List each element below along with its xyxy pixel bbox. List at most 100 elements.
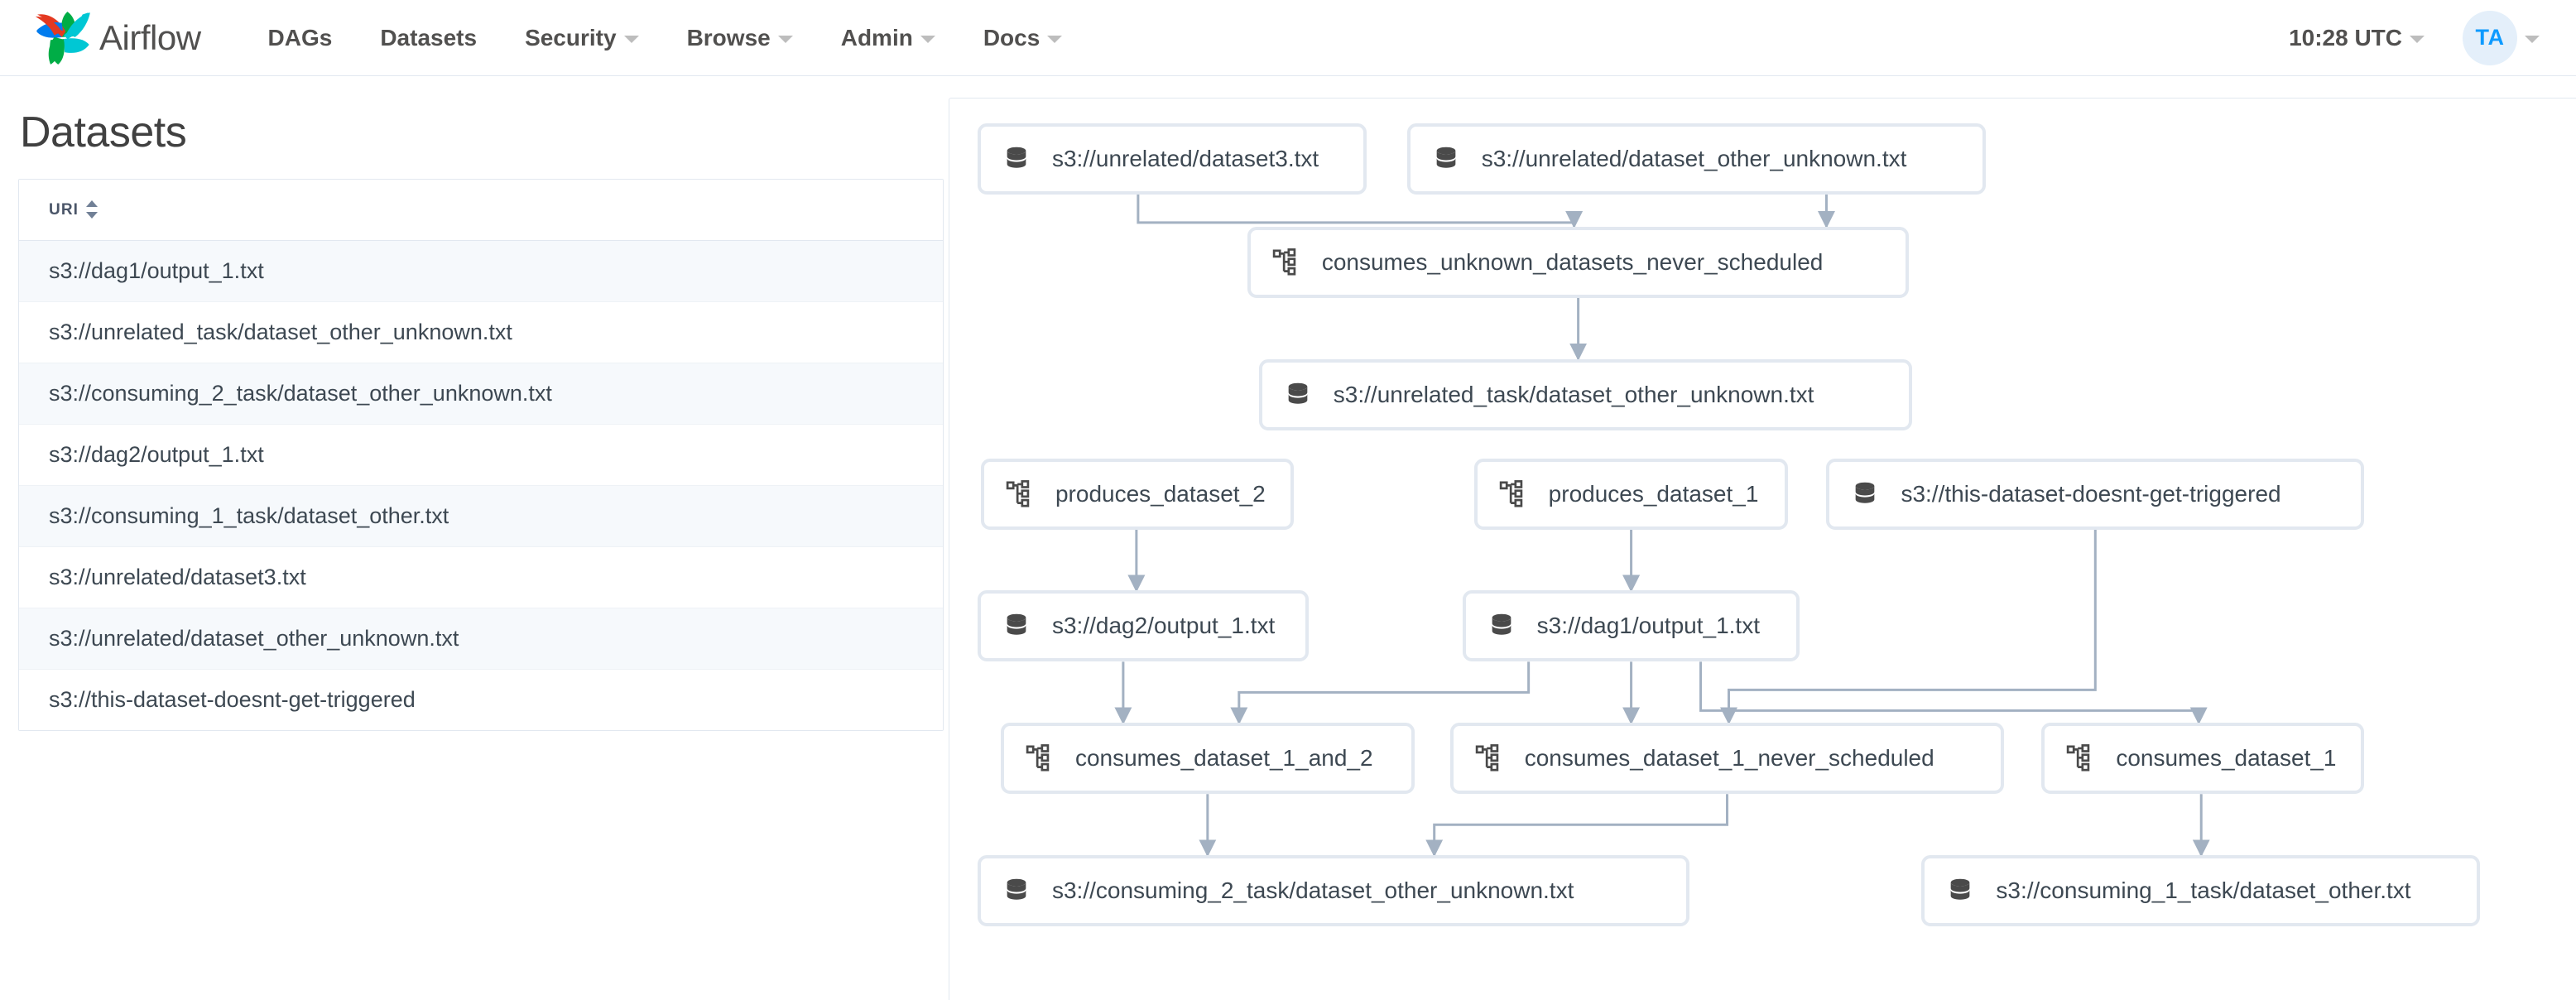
graph-node-label: consumes_dataset_1_never_scheduled [1524,745,1934,772]
graph-node-label: s3://dag1/output_1.txt [1536,613,1760,639]
graph-node-label: s3://this-dataset-doesnt-get-triggered [1901,480,2281,507]
nav-item-dags-label: DAGs [267,24,333,50]
graph-node-dag-consumes-1-and-2[interactable]: consumes_dataset_1_and_2 [1000,723,1415,795]
dataset-uri-cell: s3://this-dataset-doesnt-get-triggered [49,687,416,712]
timezone-selector[interactable]: 10:28 UTC [2289,25,2425,51]
graph-node-ds-consuming-1-task[interactable]: s3://consuming_1_task/dataset_other.txt [1921,855,2481,927]
dataset-uri-cell: s3://consuming_1_task/dataset_other.txt [19,485,943,547]
graph-node-dag-consumes-1[interactable]: consumes_dataset_1 [2041,723,2365,795]
database-icon [1946,877,1974,905]
brand-home-link[interactable]: Airflow [33,11,201,65]
graph-node-label: consumes_unknown_datasets_never_schedule… [1321,248,1824,275]
nav-item-datasets[interactable]: Datasets [356,25,501,51]
graph-edge [1230,661,1529,725]
dataset-graph-pane[interactable]: s3://unrelated/dataset3.txt s3://unrelate… [949,98,2576,1000]
graph-node-ds-unrelated-task-other[interactable]: s3://unrelated_task/dataset_other_unknow… [1258,358,1913,430]
table-row[interactable]: s3://consuming_2_task/dataset_other_unkn… [19,363,943,425]
table-row[interactable]: s3://consuming_1_task/dataset_other.txt [19,485,943,547]
graph-node-label: produces_dataset_1 [1548,480,1759,507]
sitemap-icon [2066,744,2094,772]
clock-label: 10:28 UTC [2289,24,2402,50]
database-icon [1002,612,1031,640]
database-icon [1002,877,1031,905]
table-row[interactable]: s3://unrelated_task/dataset_other_unknow… [19,301,943,363]
graph-edge [1138,195,1584,228]
graph-node-ds-consuming-2-task[interactable]: s3://consuming_2_task/dataset_other_unkn… [977,855,1689,927]
nav-item-admin-label: Admin [840,24,913,50]
graph-node-label: s3://unrelated/dataset3.txt [1051,145,1319,171]
graph-node-ds-dag2-output[interactable]: s3://dag2/output_1.txt [977,590,1309,662]
dataset-uri-cell: s3://dag1/output_1.txt [19,240,943,302]
nav-item-docs-label: Docs [983,24,1040,50]
sitemap-icon [1272,248,1300,276]
airflow-pinwheel-logo [33,11,94,65]
table-row[interactable]: s3://dag2/output_1.txt [19,424,943,486]
graph-node-label: consumes_dataset_1 [2116,745,2337,772]
nav-item-security-label: Security [525,24,617,50]
chevron-down-icon [2525,36,2540,43]
table-row[interactable]: s3://dag1/output_1.txt [19,240,943,302]
table-row[interactable]: s3://this-dataset-doesnt-get-triggered [19,669,943,730]
database-icon [1002,145,1031,173]
sitemap-icon [1026,744,1054,772]
column-header-uri[interactable]: URI [19,180,943,241]
dataset-uri-cell: s3://consuming_2_task/dataset_other_unkn… [19,363,943,425]
nav-links: DAGs Datasets Security Browse Admin Docs [244,25,1087,51]
table-header-row: URI [19,180,943,241]
graph-node-label: s3://dag2/output_1.txt [1051,613,1276,639]
graph-node-ds-unrelated-dataset3[interactable]: s3://unrelated/dataset3.txt [977,123,1367,195]
graph-node-label: consumes_dataset_1_and_2 [1074,745,1373,772]
graph-node-label: s3://consuming_1_task/dataset_other.txt [1996,877,2411,904]
datasets-table-head: URI [19,180,943,241]
avatar: TA [2463,10,2517,65]
navbar-right: 10:28 UTC TA [2289,10,2540,65]
sitemap-icon [1499,479,1527,508]
chevron-down-icon [920,36,935,43]
dataset-uri-cell: s3://unrelated/dataset3.txt [19,546,943,608]
chevron-down-icon [623,36,639,43]
nav-item-browse-label: Browse [686,24,771,50]
nav-item-security[interactable]: Security [501,25,663,51]
sitemap-icon [1006,479,1034,508]
brand-name: Airflow [99,17,201,57]
graph-node-dag-produces-1[interactable]: produces_dataset_1 [1473,458,1789,530]
page-title: Datasets [20,108,187,156]
graph-edge [1701,661,2208,725]
nav-item-datasets-label: Datasets [380,24,478,50]
database-icon [1432,145,1460,173]
column-header-uri-label: URI [49,201,79,219]
nav-item-admin[interactable]: Admin [817,25,959,51]
graph-edge [1425,794,1728,858]
nav-item-browse[interactable]: Browse [663,25,817,51]
sitemap-icon [1475,744,1503,772]
graph-node-label: s3://consuming_2_task/dataset_other_unkn… [1051,877,1574,904]
chevron-down-icon [2410,36,2425,43]
database-icon [1284,381,1312,409]
graph-node-label: s3://unrelated/dataset_other_unknown.txt [1481,145,1907,171]
user-menu[interactable]: TA [2463,10,2540,65]
graph-node-dag-consumes-unknown[interactable]: consumes_unknown_datasets_never_schedule… [1247,226,1910,298]
chevron-down-icon [777,36,793,43]
graph-node-ds-dag1-output[interactable]: s3://dag1/output_1.txt [1462,590,1800,662]
graph-node-ds-not-triggered[interactable]: s3://this-dataset-doesnt-get-triggered [1826,458,2365,530]
nav-item-dags[interactable]: DAGs [244,25,357,51]
sort-icon[interactable] [86,200,99,219]
dataset-uri-cell: s3://unrelated_task/dataset_other_unknow… [19,301,943,363]
table-row[interactable]: s3://unrelated/dataset_other_unknown.txt [19,608,943,670]
dataset-uri-cell: s3://dag2/output_1.txt [19,424,943,486]
graph-canvas[interactable]: s3://unrelated/dataset3.txt s3://unrelate… [949,99,2576,1000]
graph-node-label: s3://unrelated_task/dataset_other_unknow… [1333,381,1814,407]
graph-node-dag-produces-2[interactable]: produces_dataset_2 [980,458,1294,530]
top-navbar: Airflow DAGs Datasets Security Browse Ad… [0,0,2576,76]
nav-item-docs[interactable]: Docs [959,25,1086,51]
graph-node-dag-consumes-1-never[interactable]: consumes_dataset_1_never_scheduled [1449,723,2005,795]
table-row[interactable]: s3://unrelated/dataset3.txt [19,546,943,608]
graph-node-ds-unrelated-other-unknown[interactable]: s3://unrelated/dataset_other_unknown.txt [1406,123,1987,195]
database-icon [1487,612,1516,640]
dataset-uri-cell: s3://unrelated/dataset_other_unknown.txt [19,608,943,670]
